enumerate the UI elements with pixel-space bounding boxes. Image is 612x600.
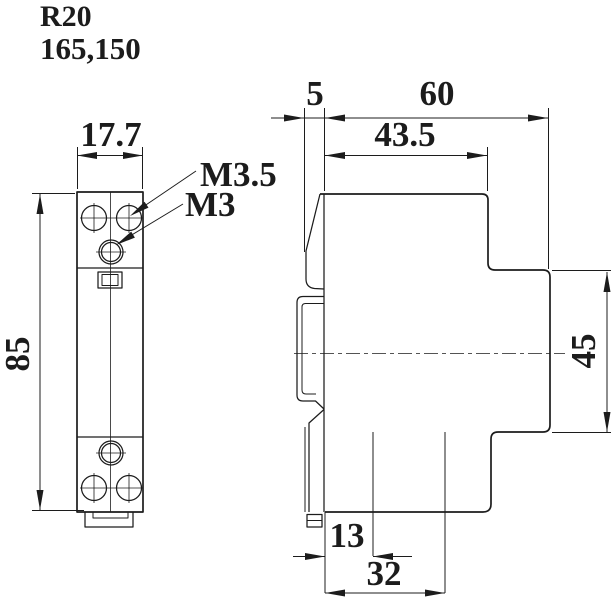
din-clip-spring-arm	[308, 409, 325, 512]
arrowhead	[325, 114, 345, 122]
dim-front-face-height-value: 45	[564, 334, 603, 369]
article-code: 165,150	[40, 31, 141, 66]
arrowhead	[77, 152, 97, 159]
arrowhead	[36, 490, 44, 510]
din-clip-channel-inner	[301, 303, 324, 395]
indicator-window-inner	[101, 274, 119, 286]
arrowhead	[123, 152, 143, 159]
arrowhead	[467, 152, 487, 159]
arrowhead	[130, 201, 149, 216]
front-view	[76, 191, 144, 528]
arrowhead	[36, 194, 44, 214]
dim-bottom-second-value: 32	[367, 554, 402, 593]
arrowhead	[603, 272, 611, 292]
dimensions: 17.7 85 5 60 43.5 45	[0, 74, 611, 597]
dim-bottom-first: 13	[293, 516, 412, 560]
dim-upper-depth-value: 43.5	[374, 115, 435, 154]
dim-front-face-lines	[552, 270, 611, 433]
arrowhead	[325, 589, 345, 597]
dim-bottom-first-value: 13	[330, 516, 365, 555]
dim-rail-offset-and-depth: 5 60	[271, 74, 549, 269]
dim-upper-depth: 43.5	[324, 115, 488, 191]
front-bottom-tab-outer	[84, 512, 134, 528]
title-block: R20 165,150	[40, 0, 141, 66]
dim-front-height-value: 85	[0, 337, 37, 372]
dim-front-face-height: 45	[552, 270, 611, 433]
dim-upper-depth-lines	[324, 147, 488, 191]
dim-top-lines	[271, 108, 549, 269]
dim-front-width-value: 17.7	[80, 115, 141, 154]
din-clip-chamfer	[305, 193, 325, 290]
arrowhead	[284, 114, 304, 122]
indicator-window-outer	[97, 271, 123, 289]
front-body-outline	[76, 191, 144, 513]
dim-front-height-lines	[32, 193, 84, 511]
screw-label-small: M3	[185, 185, 236, 224]
leader-screw-small: M3	[116, 185, 236, 245]
arrowhead	[528, 114, 548, 122]
front-bottom-tab-inner	[92, 512, 129, 519]
dim-bottom-second: 32	[325, 554, 445, 597]
top-screws-crosshairs	[80, 203, 143, 233]
arrowhead	[373, 553, 393, 560]
bottom-screws-crosshairs	[80, 473, 143, 503]
side-view	[294, 193, 565, 593]
dim-rail-offset-value: 5	[306, 74, 324, 113]
arrowhead	[603, 412, 611, 432]
dim-front-height: 85	[0, 193, 84, 511]
arrowhead	[325, 152, 345, 159]
side-body-outline	[320, 193, 551, 513]
dim-total-depth-value: 60	[420, 74, 455, 113]
arrowhead	[425, 589, 445, 597]
din-clip-release-tab	[306, 513, 323, 528]
din-clip-hook-outer	[296, 295, 325, 410]
screw-label-large: M3.5	[200, 155, 277, 194]
dim-front-width: 17.7	[77, 115, 143, 189]
arrowhead	[116, 231, 135, 245]
model-number: R20	[40, 0, 92, 33]
leader-screw-large: M3.5	[130, 155, 277, 216]
arrowhead	[305, 553, 325, 560]
